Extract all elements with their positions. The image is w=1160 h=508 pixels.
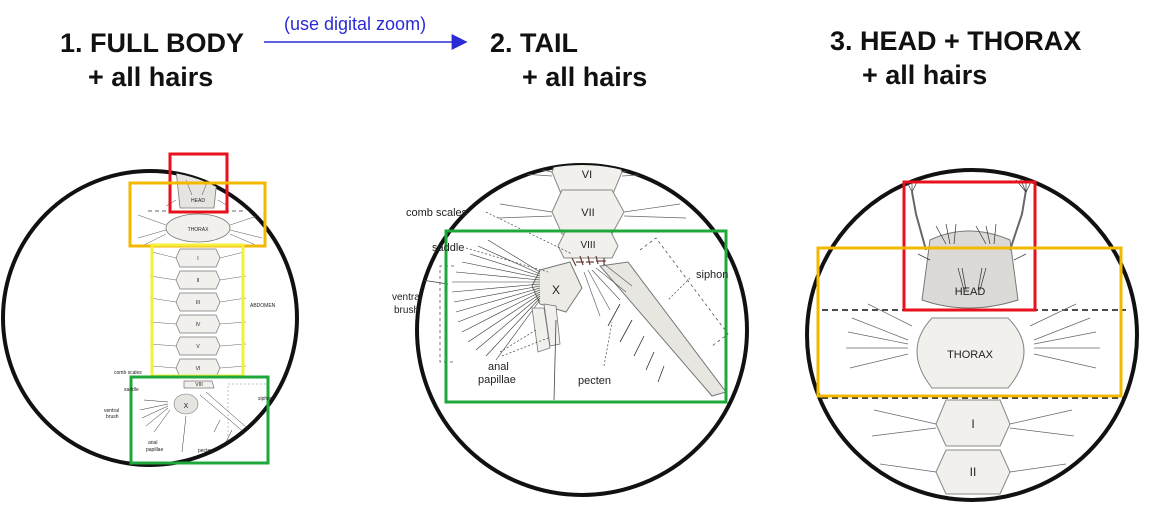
zoom-note: (use digital zoom) (284, 14, 427, 34)
p1-saddle: saddle (124, 387, 139, 393)
p1-comb-scales: comb scales (114, 370, 142, 376)
p3-head-label: HEAD (955, 286, 986, 298)
panel-3-head-thorax: HEAD THORAX I II (805, 168, 1139, 502)
panel-2-title: 2. TAIL (490, 28, 579, 58)
tail-zoom-box (444, 229, 728, 404)
p1-seg-5: V (196, 344, 200, 350)
panel-3-subtitle: + all hairs (862, 60, 988, 90)
p1-seg-4: IV (196, 322, 201, 328)
panel-2-tail: VI VII VIII X comb scales saddle ventral… (392, 163, 749, 497)
p2-pecten: pecten (578, 375, 611, 387)
p3-seg-i: I (971, 417, 974, 431)
p1-head-label: HEAD (191, 198, 205, 204)
p1-seg-8: VIII (195, 382, 203, 388)
p1-seg-6: VI (196, 366, 201, 372)
panel-3-title: 3. HEAD + THORAX (830, 26, 1082, 56)
p2-comb-scales: comb scales (406, 207, 468, 219)
p2-seg-viii: VIII (580, 240, 595, 251)
panel-1-subtitle: + all hairs (88, 62, 214, 92)
p2-ventral: ventral (392, 292, 422, 303)
p1-x: X (184, 403, 189, 410)
p2-papillae: papillae (478, 374, 516, 386)
p1-thorax-label: THORAX (188, 227, 210, 233)
tail-box (129, 375, 270, 465)
p1-brush: brush (106, 414, 119, 420)
p1-seg-1: I (197, 256, 198, 262)
p2-seg-vi: VI (582, 169, 592, 181)
p1-ventral: ventral (104, 408, 119, 414)
p1-anal: anal (148, 440, 157, 446)
p2-anal: anal (488, 361, 509, 373)
p3-thorax-label: THORAX (947, 349, 994, 361)
p1-pecten: pecten (198, 448, 213, 454)
panel-1-title: 1. FULL BODY (60, 28, 245, 58)
p3-seg-ii: II (970, 465, 977, 479)
p2-saddle: saddle (432, 242, 464, 254)
p1-papillae: papillae (146, 447, 163, 453)
p1-seg-2: II (197, 278, 200, 284)
panel-2-subtitle: + all hairs (522, 62, 648, 92)
p2-seg-vii: VII (581, 207, 594, 219)
p1-abdomen-label: ABDOMEN (250, 303, 276, 309)
thorax-zoom-box (816, 246, 1123, 398)
p1-seg-3: III (196, 300, 200, 306)
p2-seg-x: X (552, 283, 560, 297)
panel-1-full-body: HEAD THORAX ABDOMEN I II III IV V VI VII… (1, 152, 299, 467)
p1-siphon: siphon (258, 396, 273, 402)
p2-siphon: siphon (696, 269, 728, 281)
head-zoom-box (902, 180, 1037, 312)
p2-brush: brush (394, 305, 419, 316)
